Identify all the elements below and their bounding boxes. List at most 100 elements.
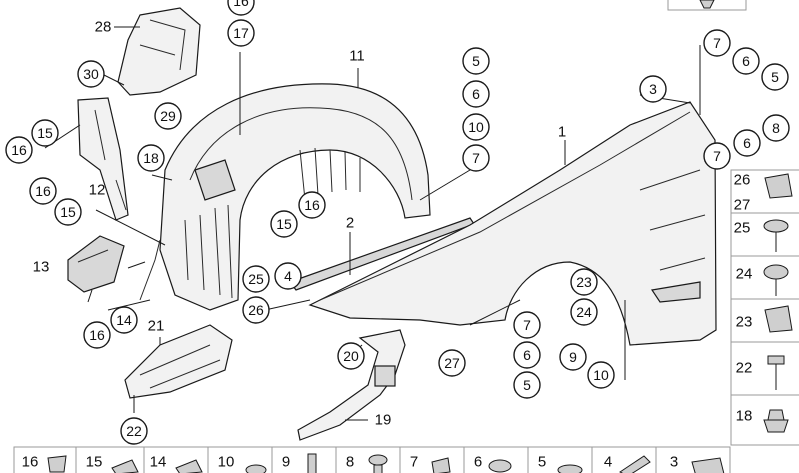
side-legend-25: 25 [734, 220, 751, 237]
svg-text:6: 6 [742, 53, 750, 69]
callout-9: 9 [559, 343, 587, 371]
svg-text:7: 7 [523, 317, 531, 333]
label-21: 21 [148, 318, 165, 335]
label-1: 1 [558, 124, 566, 141]
part-bracket-28 [117, 7, 201, 96]
bottom-legend-16: 16 [22, 454, 39, 471]
svg-text:5: 5 [771, 69, 779, 85]
callout-25: 25 [242, 265, 270, 293]
clip-icon [699, 0, 715, 9]
part-bracket-12 [77, 97, 129, 221]
callout-7-right: 7 [703, 142, 731, 170]
svg-text:22: 22 [126, 423, 142, 439]
side-legend-18: 18 [736, 408, 753, 425]
bottom-legend-6: 6 [474, 454, 482, 471]
pad-icon [691, 457, 725, 473]
svg-text:24: 24 [576, 304, 592, 320]
side-legend-24: 24 [736, 266, 753, 283]
svg-text:9: 9 [569, 349, 577, 365]
callout-6-lower: 6 [513, 341, 541, 369]
svg-text:16: 16 [11, 142, 27, 158]
clip-icon-14 [175, 459, 203, 473]
side-legend-22: 22 [736, 360, 753, 377]
side-legend-23: 23 [736, 314, 753, 331]
callout-15-left: 15 [31, 119, 59, 147]
bottom-legend-9: 9 [282, 454, 290, 471]
part-wheel-arch-liner-11 [159, 83, 431, 311]
callout-5-lower: 5 [513, 371, 541, 399]
callout-16-lower: 16 [83, 321, 111, 349]
callout-17: 17 [227, 19, 255, 47]
callout-24: 24 [570, 298, 598, 326]
svg-text:20: 20 [343, 348, 359, 364]
svg-text:15: 15 [276, 216, 292, 232]
callout-10-lower: 10 [587, 361, 615, 389]
svg-text:4: 4 [284, 268, 292, 284]
part-fender-1 [308, 101, 717, 346]
part-module-13 [67, 235, 125, 303]
callout-7-lower: 7 [513, 311, 541, 339]
bottom-legend-14: 14 [150, 454, 167, 471]
svg-text:5: 5 [472, 53, 480, 69]
callout-6-upper: 6 [462, 80, 490, 108]
label-19: 19 [375, 412, 392, 429]
washer-icon-6 [488, 459, 512, 473]
callout-18: 18 [137, 144, 165, 172]
svg-text:16: 16 [89, 327, 105, 343]
bottom-legend-4: 4 [604, 454, 612, 471]
bottom-legend-7: 7 [410, 454, 418, 471]
svg-text:26: 26 [248, 302, 264, 318]
svg-text:7: 7 [472, 150, 480, 166]
callout-14: 14 [110, 306, 138, 334]
side-legend-26: 26 [734, 172, 751, 189]
label-11: 11 [349, 48, 365, 65]
bolt-head-icon [368, 454, 388, 466]
svg-text:15: 15 [37, 125, 53, 141]
clip-icon-15 [111, 459, 139, 473]
callout-30: 30 [77, 60, 105, 88]
svg-text:7: 7 [713, 35, 721, 51]
callout-16-arch: 16 [298, 191, 326, 219]
callout-16-left: 16 [5, 136, 33, 164]
nut-icon-7 [431, 457, 451, 473]
svg-text:16: 16 [304, 197, 320, 213]
callout-20: 20 [337, 342, 365, 370]
svg-text:5: 5 [523, 377, 531, 393]
callout-7-right-top: 7 [703, 29, 731, 57]
bottom-legend-5: 5 [538, 454, 546, 471]
callout-6-right-top: 6 [732, 47, 760, 75]
callout-8: 8 [762, 114, 790, 142]
svg-text:16: 16 [35, 183, 51, 199]
svg-text:30: 30 [83, 66, 99, 82]
label-28: 28 [95, 19, 112, 36]
callout-15-mid: 15 [54, 198, 82, 226]
svg-text:3: 3 [649, 81, 657, 97]
callout-7-upper: 7 [462, 144, 490, 172]
svg-text:7: 7 [713, 148, 721, 164]
clip-icon-23 [764, 305, 793, 333]
label-2: 2 [346, 215, 354, 232]
callout-5-right-top: 5 [761, 63, 789, 91]
svg-text:29: 29 [160, 108, 176, 124]
svg-text:10: 10 [468, 119, 484, 135]
callout-3: 3 [639, 75, 667, 103]
screw-washer-icon [763, 264, 789, 280]
callout-15-arch: 15 [270, 210, 298, 238]
svg-text:15: 15 [60, 204, 76, 220]
bottom-legend: 16 15 14 10 9 8 7 6 5 4 3 [13, 446, 731, 473]
bottom-legend-10: 10 [218, 454, 235, 471]
svg-text:23: 23 [576, 274, 592, 290]
callout-10-upper: 10 [462, 113, 490, 141]
part-bracket-14 [139, 239, 161, 301]
side-legend-27: 27 [734, 197, 751, 214]
screw-icon [763, 219, 789, 233]
svg-text:17: 17 [233, 25, 249, 41]
callout-16-mid: 16 [29, 177, 57, 205]
clip-nut-icon [764, 173, 793, 199]
callout-29: 29 [154, 102, 182, 130]
svg-text:18: 18 [143, 150, 159, 166]
strip-icon [619, 455, 651, 473]
washer-icon [245, 464, 267, 473]
callout-16-top: 16 [227, 0, 255, 16]
